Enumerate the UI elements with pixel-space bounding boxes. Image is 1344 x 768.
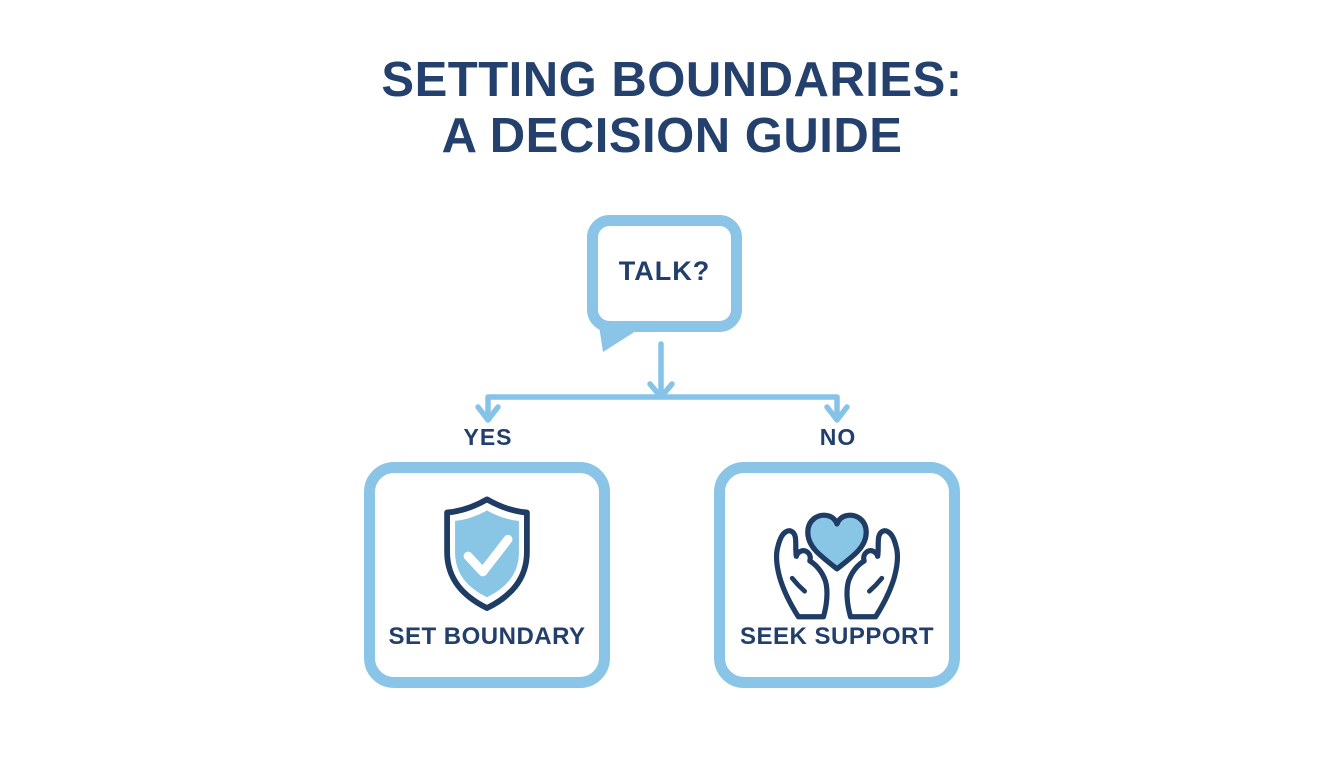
page-title-line-1: SETTING BOUNDARIES:: [381, 53, 963, 107]
hands-heart-icon: [773, 512, 901, 620]
page-title-line-2: A DECISION GUIDE: [441, 109, 903, 163]
outcome-card-set-boundary: SET BOUNDARY: [364, 462, 610, 688]
branch-split-line: [485, 394, 840, 419]
branch-label-no: NO: [819, 424, 857, 450]
page-title: SETTING BOUNDARIES: A DECISION GUIDE: [0, 52, 1344, 164]
outcome-label-seek-support: SEEK SUPPORT: [739, 623, 935, 650]
no-arrowhead: [824, 404, 850, 423]
branch-arrows: [475, 341, 850, 423]
outcome-label-set-boundary: SET BOUNDARY: [388, 623, 586, 650]
outcome-card-seek-support: SEEK SUPPORT: [714, 462, 960, 688]
decision-root-node: [587, 215, 742, 355]
speech-bubble-icon: [587, 215, 742, 352]
branch-label-yes: YES: [463, 424, 513, 450]
yes-arrowhead: [475, 404, 501, 423]
shield-check-icon: [444, 496, 530, 611]
root-question-label: TALK?: [618, 255, 711, 286]
